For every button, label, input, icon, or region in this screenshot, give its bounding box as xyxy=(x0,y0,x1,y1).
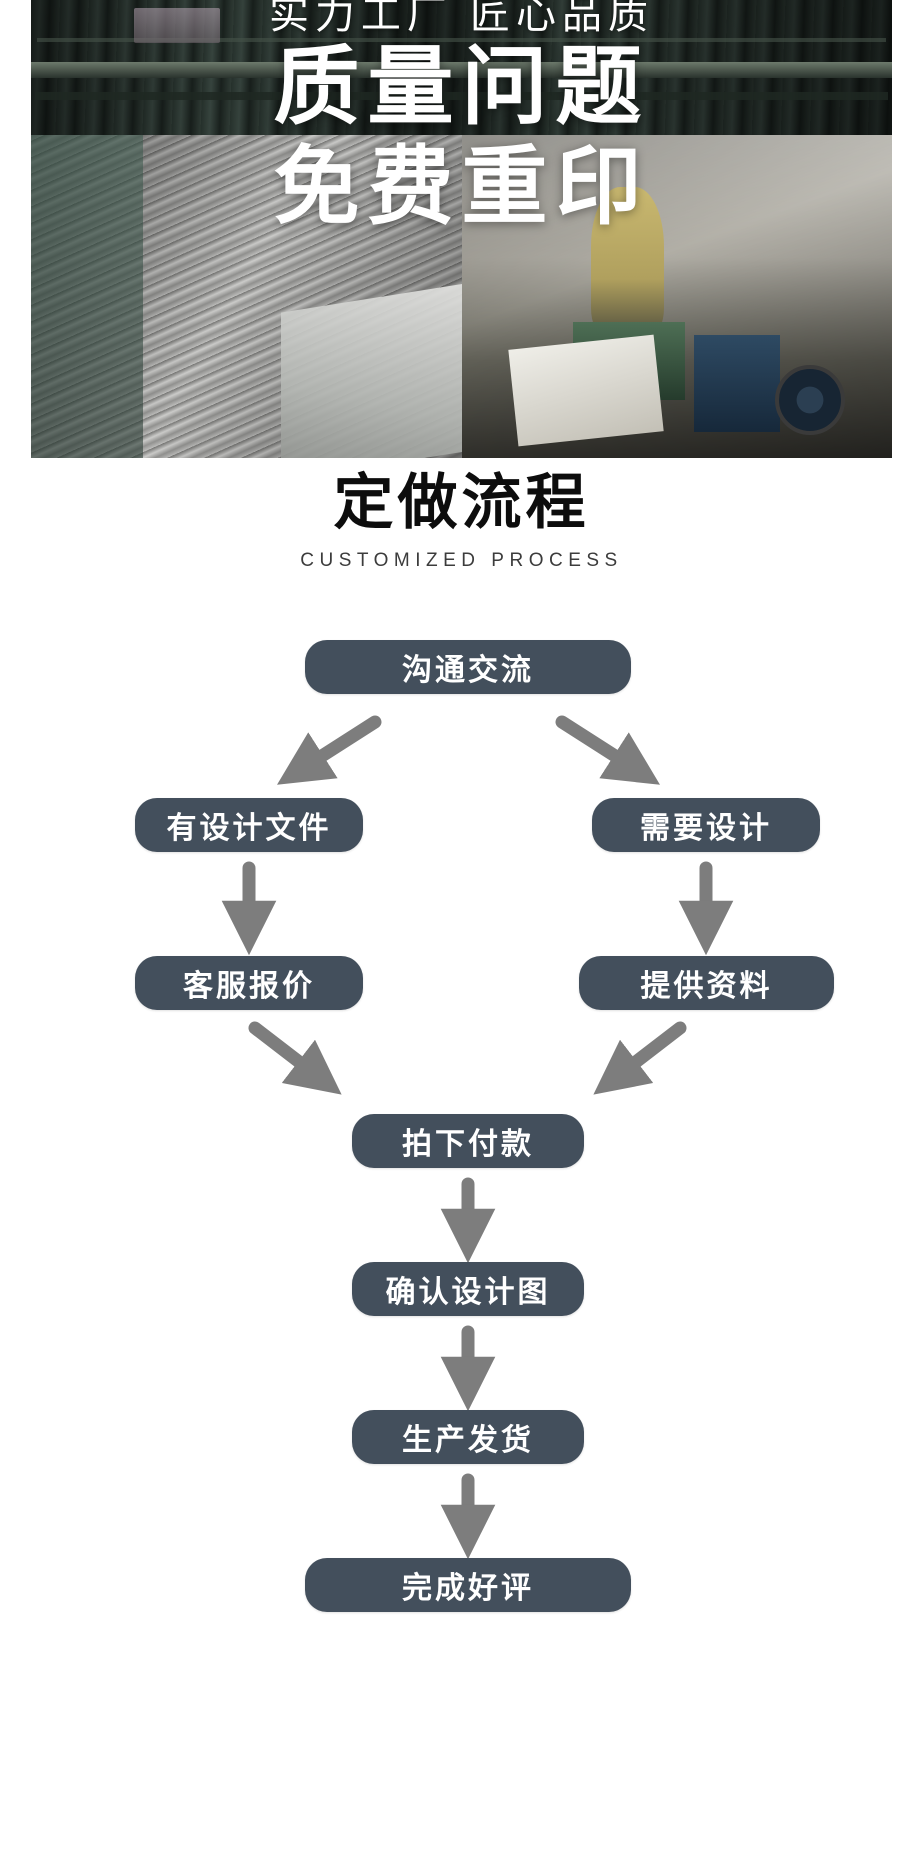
photo-worker-at-machine xyxy=(461,135,892,458)
photo-stacked-sheets xyxy=(31,135,462,458)
fan-icon xyxy=(774,365,845,436)
section-title-en: CUSTOMIZED PROCESS xyxy=(300,550,623,571)
green-machine-shape xyxy=(573,322,686,400)
factory-banner: 实力工厂 匠心品质 质量问题 免费重印 xyxy=(31,0,892,458)
photo-printing-press xyxy=(31,0,892,135)
flow-arrow-layer xyxy=(221,715,734,1560)
flow-node-confirm-art[interactable]: 确认设计图 xyxy=(352,1262,584,1316)
flow-node-need-design[interactable]: 需要设计 xyxy=(592,798,820,852)
banner-photo-collage xyxy=(31,0,892,458)
flow-node-order-pay[interactable]: 拍下付款 xyxy=(352,1114,584,1168)
flow-node-finish-review[interactable]: 完成好评 xyxy=(305,1558,631,1612)
section-heading: 定做流程 CUSTOMIZED PROCESS xyxy=(0,470,923,572)
flow-node-produce-ship[interactable]: 生产发货 xyxy=(352,1410,584,1464)
blue-equipment-shape xyxy=(693,335,781,433)
arrow-communicate-to-need-design xyxy=(555,715,660,785)
section-title-cn: 定做流程 xyxy=(333,469,590,536)
arrow-quote-to-pay xyxy=(248,1021,342,1095)
flow-node-provide-info[interactable]: 提供资料 xyxy=(579,956,834,1010)
flow-node-communicate[interactable]: 沟通交流 xyxy=(305,640,631,694)
arrow-provide-info-to-pay xyxy=(593,1021,687,1095)
flow-node-has-design[interactable]: 有设计文件 xyxy=(135,798,363,852)
arrow-communicate-to-has-design xyxy=(277,715,382,785)
flow-node-service-quote[interactable]: 客服报价 xyxy=(135,956,363,1010)
customized-process-flowchart: 沟通交流 有设计文件 需要设计 客服报价 提供资料 拍下付款 确认设计图 生产发… xyxy=(0,640,923,1820)
